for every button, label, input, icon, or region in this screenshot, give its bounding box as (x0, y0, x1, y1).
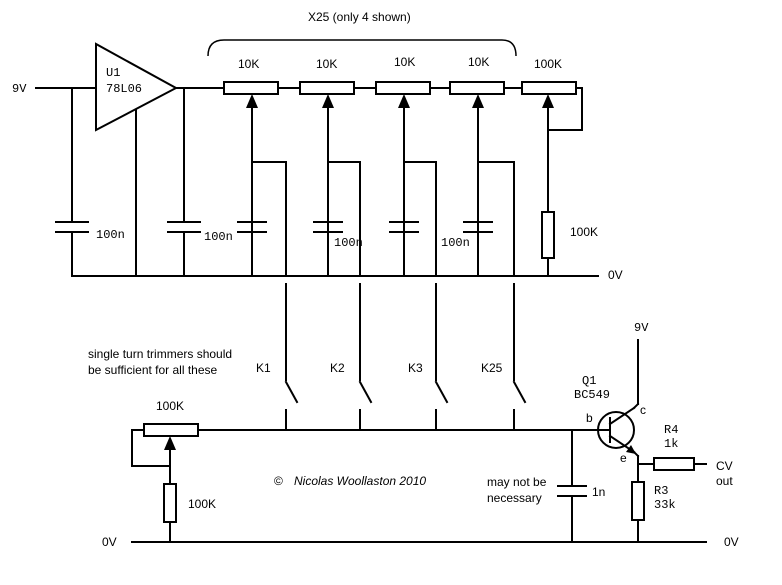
pot-10k-1 (223, 81, 279, 95)
key-label-2: K2 (330, 361, 345, 375)
key-label-3: K3 (408, 361, 423, 375)
pot-value-3: 10K (394, 55, 415, 69)
supply-in-label: 9V (12, 82, 27, 96)
key-switch-25 (512, 380, 527, 404)
pin-label-emitter: e (620, 451, 627, 465)
note-line-2: be sufficient for all these (88, 363, 218, 377)
transistor-collector-lead (608, 406, 636, 426)
group-label: X25 (only 4 shown) (308, 10, 411, 24)
note-line-1: single turn trimmers should (88, 347, 232, 361)
key-label-1: K1 (256, 361, 271, 375)
wiper-arrow-2 (322, 94, 334, 277)
copyright-text: Nicolas Woollaston 2010 (294, 474, 426, 488)
ground-right-label: 0V (724, 535, 739, 549)
pot-value-2: 10K (316, 57, 337, 71)
cap-note-line-2: necessary (487, 491, 542, 505)
transistor-part: BC549 (574, 388, 610, 402)
wiper-capacitor-1 (237, 221, 267, 233)
regulator-part: 78L06 (106, 82, 142, 96)
pot-10k-4 (449, 81, 505, 95)
key-switch-1 (284, 380, 299, 404)
resistor-r4 (653, 457, 695, 471)
trimmer-pot-value: 100K (156, 399, 184, 413)
r4-ref: R4 (664, 423, 678, 437)
pot-value-1: 10K (238, 57, 259, 71)
pot-10k-3 (375, 81, 431, 95)
cap-value-3: 100n (441, 236, 470, 250)
wiper-capacitor-4 (463, 221, 493, 233)
cap-value-1: 100n (204, 230, 233, 244)
wiper-arrow-4 (472, 94, 484, 277)
wiper-capacitor-3 (389, 221, 419, 233)
key-switch-3 (434, 380, 449, 404)
key-label-25: K25 (481, 361, 503, 375)
ground-top-label: 0V (608, 268, 623, 282)
pulldown-value: 100K (570, 225, 598, 239)
resistor-100k-trim (163, 483, 177, 523)
output-label-line-2: out (716, 474, 733, 488)
wiper-capacitor-2 (313, 221, 343, 233)
pot-10k-2 (299, 81, 355, 95)
wiper-arrow-3 (398, 94, 410, 277)
pot-value-5: 100K (534, 57, 562, 71)
resistor-100k-pulldown (541, 211, 555, 259)
r3-ref: R3 (654, 484, 668, 498)
resistor-r3 (631, 481, 645, 521)
cap-1n-value: 1n (592, 485, 605, 499)
trimmer-wiper-arrow (164, 436, 176, 485)
pin-label-collector: c (640, 403, 646, 417)
transistor-supply-label: 9V (634, 321, 649, 335)
input-capacitor-value: 100n (96, 228, 125, 242)
wiper-arrow-5 (542, 94, 554, 213)
trim-resistor-value: 100K (188, 497, 216, 511)
cap-value-2: 100n (334, 236, 363, 250)
r4-value: 1k (664, 437, 678, 451)
pot-100k (521, 81, 577, 95)
cap-note-line-1: may not be (487, 475, 547, 489)
pin-label-base: b (586, 411, 593, 425)
pot-value-4: 10K (468, 55, 489, 69)
trimmer-pot-100k (143, 423, 199, 437)
transistor-ref: Q1 (582, 374, 596, 388)
output-label-line-1: CV (716, 459, 733, 473)
ground-left-label: 0V (102, 535, 117, 549)
r3-value: 33k (654, 498, 676, 512)
group-brace (207, 39, 517, 57)
wiper-arrow-1 (246, 94, 258, 277)
copyright-symbol: © (274, 474, 283, 488)
regulator-ref: U1 (106, 66, 120, 80)
key-switch-2 (358, 380, 373, 404)
